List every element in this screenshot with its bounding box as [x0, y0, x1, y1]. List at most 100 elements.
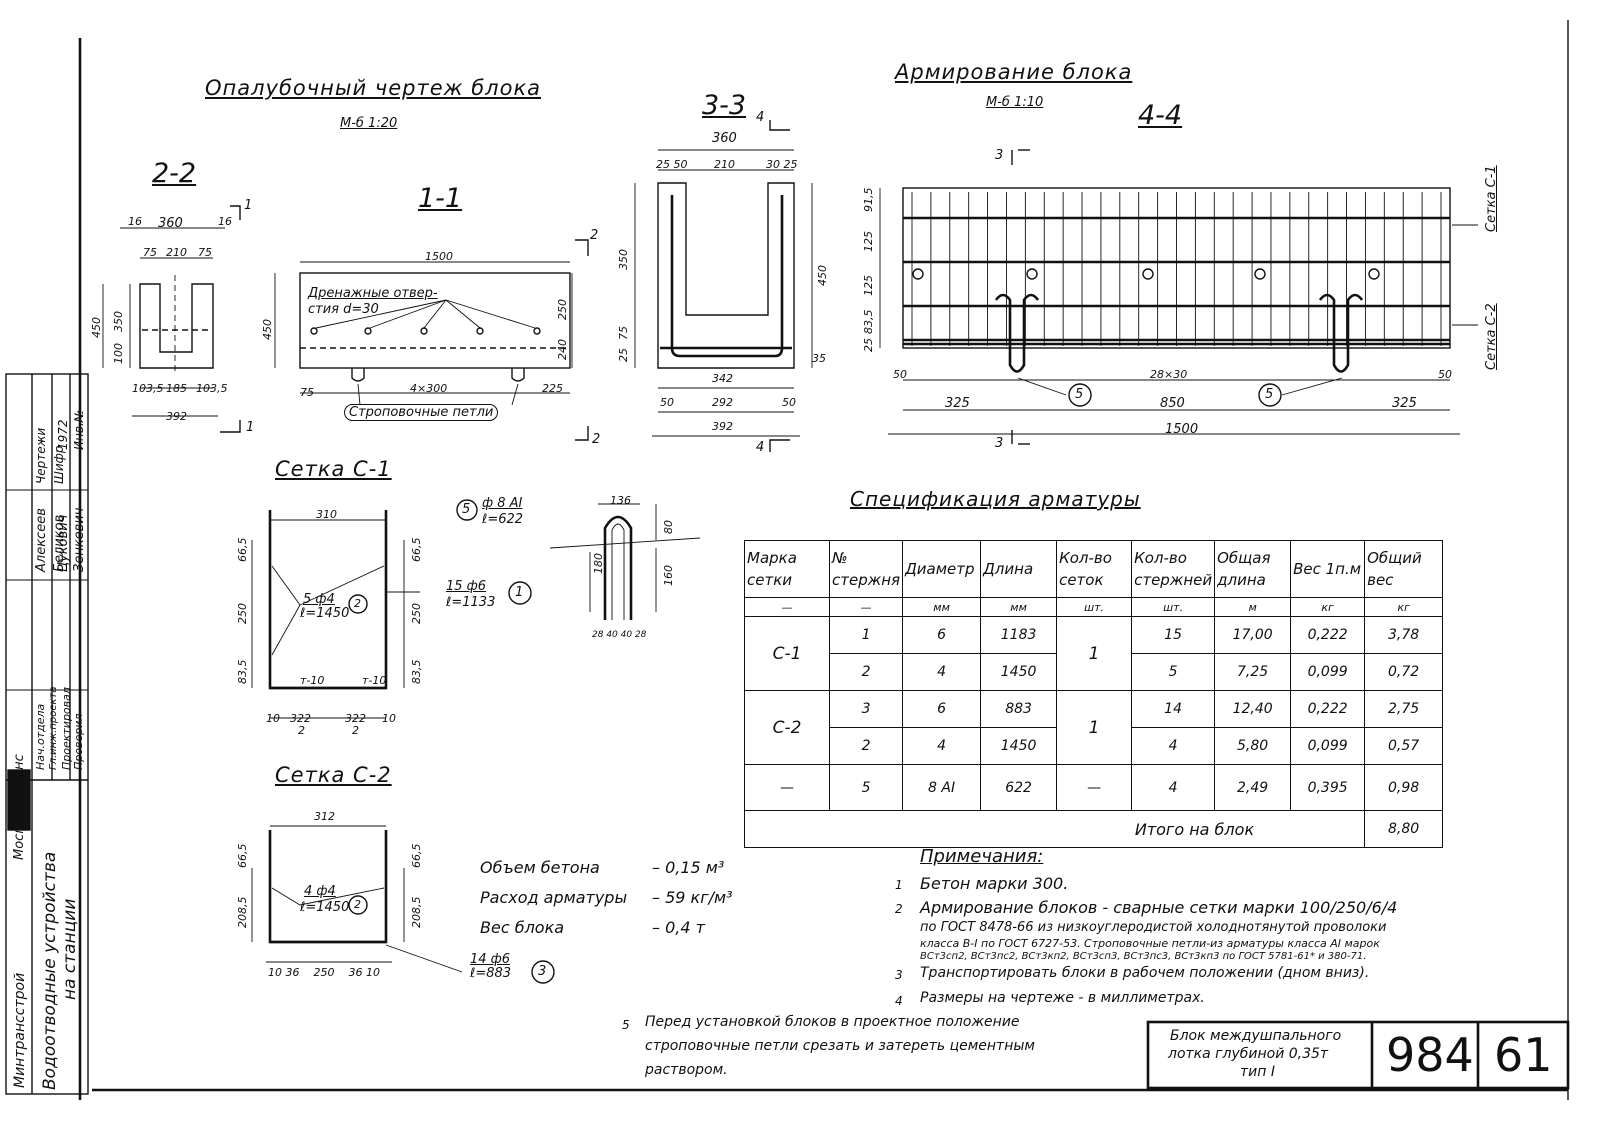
stamp-role: Проверил	[72, 713, 85, 770]
cut-mark-3-top: 3	[995, 148, 1004, 163]
dim-210: 210	[166, 246, 187, 259]
spec-cell: 1183	[980, 616, 1058, 654]
mesh-c1-tag: Сетка С-1	[1484, 165, 1499, 232]
spec-unit: шт.	[1131, 597, 1216, 617]
spec-cell: 12,40	[1214, 690, 1292, 728]
dim-665b-c2: 66,5	[410, 843, 423, 869]
title-block-name: Блок междушпального	[1170, 1028, 1342, 1044]
spec-cell: 7,25	[1214, 653, 1292, 691]
stamp-project: Водоотводные устройства	[40, 851, 60, 1090]
dim-310: 310	[316, 508, 337, 521]
t10a-c1: т-10	[300, 674, 325, 687]
spec-cell: 5	[828, 764, 904, 811]
t10b-c1: т-10	[362, 674, 387, 687]
table-row: С-2 3 6 883 1 14 12,40 0,222 2,75	[744, 690, 1444, 765]
bars2-c1-b: ℓ=1133	[446, 595, 496, 610]
loop-callout-5: 5	[462, 502, 471, 517]
dim-2085b: 208,5	[410, 896, 423, 929]
spec-cell: 2,75	[1364, 690, 1444, 728]
dim-125a: 125	[862, 231, 875, 252]
dim-292: 292	[712, 396, 733, 409]
table-row: 2 4 1450 5 7,25 0,099 0,72	[745, 653, 1444, 691]
spec-cell: 1	[1056, 690, 1133, 765]
spec-unit: —	[744, 597, 830, 617]
dim-75-33: 75	[617, 326, 630, 340]
dim-350-33: 350	[617, 249, 630, 270]
section-1-1	[274, 239, 589, 441]
spec-cell: 15	[1131, 616, 1216, 654]
stamp-info: Шифр	[52, 445, 66, 484]
summary-value: – 0,4 т	[652, 918, 705, 937]
spec-mark: С-2	[744, 690, 830, 765]
title-block-name: лотка глубиной 0,35т	[1168, 1046, 1329, 1062]
note-text: класса В-I по ГОСТ 6727-53. Строповочные…	[920, 937, 1380, 950]
spec-unit: шт.	[1056, 597, 1133, 617]
section-3-3	[634, 120, 813, 452]
dim-450-11: 450	[261, 319, 274, 340]
dim-1500-44: 1500	[1165, 422, 1199, 437]
stamp-role: Гл.инж.проекта	[48, 686, 59, 770]
section-4-4-label: 4-4	[1138, 100, 1183, 131]
spec-cell: 2	[828, 653, 904, 691]
dim-360-33: 360	[712, 131, 737, 146]
spec-cell: 4	[902, 653, 982, 691]
bars2-c1-a: 15 ф6	[446, 579, 487, 594]
spec-unit: —	[828, 597, 904, 617]
dim-360: 360	[158, 216, 183, 231]
spec-header: Общая длина	[1214, 540, 1292, 598]
loop-dim-136: 136	[610, 494, 631, 507]
stamp-project-2: на станции	[60, 898, 80, 1000]
dim-835b-c1: 83,5	[410, 659, 423, 685]
dim-50a-44: 50	[893, 368, 907, 381]
bars-c2-a: 4 ф4	[304, 884, 336, 899]
summary-value: – 0,15 м³	[652, 858, 725, 877]
dim-2550: 25 50	[656, 158, 688, 171]
dim-4x300: 4×300	[410, 382, 448, 395]
dim-bottom-c2: 10 36 250 36 10	[268, 966, 380, 979]
note-text: по ГОСТ 8478-66 из низкоуглеродистой хол…	[920, 920, 1387, 935]
spec-cell: 0,222	[1290, 690, 1366, 728]
stamp-role: Нач.отдела	[34, 703, 47, 770]
dim-835a-c1: 83,5	[236, 659, 249, 685]
spec-cell: 4	[1131, 727, 1216, 765]
spec-header: Вес 1п.м	[1290, 540, 1366, 598]
cut-mark-4-bottom: 4	[756, 440, 765, 455]
spec-cell: 6	[902, 690, 982, 728]
stamp-info: Инв.№	[72, 409, 86, 450]
bars-c2-b: ℓ=1450	[300, 900, 350, 915]
dim-450-33: 450	[816, 265, 829, 286]
summary-value: – 59 кг/м³	[652, 888, 733, 907]
spec-cell: 0,72	[1364, 653, 1444, 691]
spec-cell: 622	[980, 764, 1058, 811]
stamp-org1: Минтрансстрой	[12, 972, 28, 1088]
loop-spec-a: ф 8 АI	[482, 496, 523, 511]
spec-unit: кг	[1364, 597, 1444, 617]
spec-cell: 883	[980, 690, 1058, 728]
stamp-black-mark	[7, 769, 31, 831]
spec-cell: 3	[828, 690, 904, 728]
spec-total-label: Итого на блок	[743, 810, 1366, 848]
spec-cell: 1	[828, 616, 904, 654]
spec-unit: м	[1214, 597, 1292, 617]
section-2-2-label: 2-2	[152, 158, 197, 189]
spec-cell: 2,49	[1214, 764, 1292, 811]
spec-cell: 5	[1131, 653, 1216, 691]
mesh-c2	[251, 825, 555, 984]
note-text: раствором.	[645, 1062, 728, 1078]
stamp-info: Чертежи	[34, 427, 48, 484]
bars-c1-a: 5 ф4	[303, 592, 335, 607]
n2b-c1: 2	[352, 724, 359, 737]
spec-header: № стержня	[828, 540, 904, 598]
dim-75a: 75	[143, 246, 157, 259]
dim-225: 225	[542, 382, 563, 395]
dim-350: 350	[112, 311, 125, 332]
spec-cell: 6	[902, 616, 982, 654]
dim-325b: 325	[1392, 396, 1417, 411]
section-3-3-label: 3-3	[702, 90, 747, 121]
loop-dim-160: 160	[662, 565, 675, 586]
dim-240-11: 240	[556, 339, 569, 360]
spec-unit: мм	[902, 597, 982, 617]
cut-mark-2-bottom: 2	[592, 432, 601, 447]
dim-50b-44: 50	[1438, 368, 1452, 381]
